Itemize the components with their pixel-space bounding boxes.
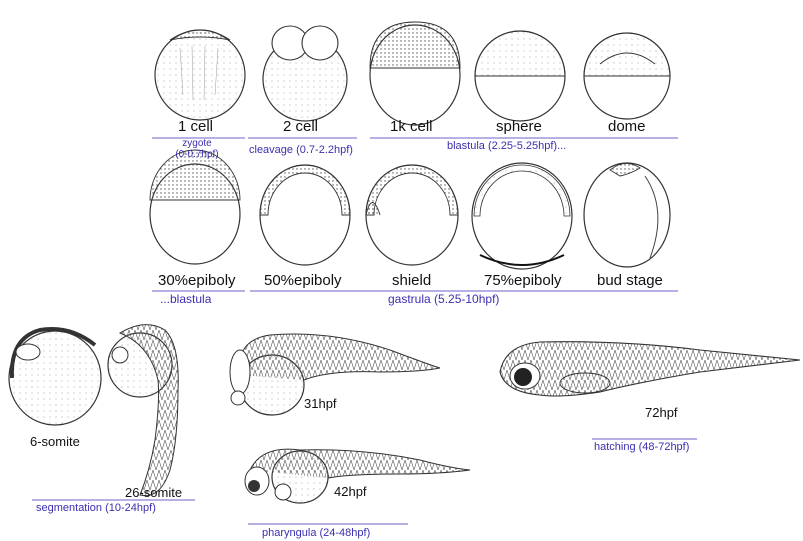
- embryo-dome: [584, 33, 670, 119]
- embryo-sphere: [475, 31, 565, 121]
- label-1k-cell: 1k cell: [390, 118, 433, 135]
- embryo-75-epiboly: [472, 163, 572, 269]
- phase-blastula-cont: ...blastula: [160, 292, 211, 306]
- label-30-epiboly: 30%epiboly: [158, 272, 236, 289]
- embryo-6-somite: [9, 329, 101, 425]
- phase-blastula: blastula (2.25-5.25hpf)...: [447, 140, 566, 152]
- embryo-50-epiboly: [260, 165, 350, 265]
- label-dome: dome: [608, 118, 646, 135]
- embryo-1k-cell: [370, 22, 460, 125]
- larva-72hpf: [500, 342, 800, 396]
- phase-cleavage: cleavage (0.7-2.2hpf): [249, 144, 353, 156]
- label-50-epiboly: 50%epiboly: [264, 272, 342, 289]
- embryo-26-somite: [108, 325, 178, 496]
- phase-segmentation: segmentation (10-24hpf): [36, 502, 156, 514]
- embryo-shield: [366, 165, 458, 265]
- phase-zygote-range: (0-0.7hpf): [157, 149, 237, 160]
- phase-zygote-title: zygote: [157, 138, 237, 149]
- label-bud-stage: bud stage: [597, 272, 663, 289]
- embryo-30-epiboly: [150, 150, 240, 264]
- label-42hpf: 42hpf: [334, 484, 367, 499]
- phase-pharyngula: pharyngula (24-48hpf): [262, 527, 370, 539]
- label-75-epiboly: 75%epiboly: [484, 272, 562, 289]
- label-26-somite: 26-somite: [125, 485, 182, 500]
- phase-zygote: zygote (0-0.7hpf): [157, 138, 237, 160]
- embryo-2-cell: [263, 26, 347, 121]
- label-72hpf: 72hpf: [645, 405, 678, 420]
- label-1-cell: 1 cell: [178, 118, 213, 135]
- label-shield: shield: [392, 272, 431, 289]
- label-sphere: sphere: [496, 118, 542, 135]
- embryo-bud-stage: [584, 163, 670, 267]
- label-2-cell: 2 cell: [283, 118, 318, 135]
- phase-hatching: hatching (48-72hpf): [594, 441, 689, 453]
- label-6-somite: 6-somite: [30, 434, 80, 449]
- phase-gastrula: gastrula (5.25-10hpf): [388, 292, 499, 306]
- label-31hpf: 31hpf: [304, 396, 337, 411]
- embryo-1-cell: [155, 30, 245, 120]
